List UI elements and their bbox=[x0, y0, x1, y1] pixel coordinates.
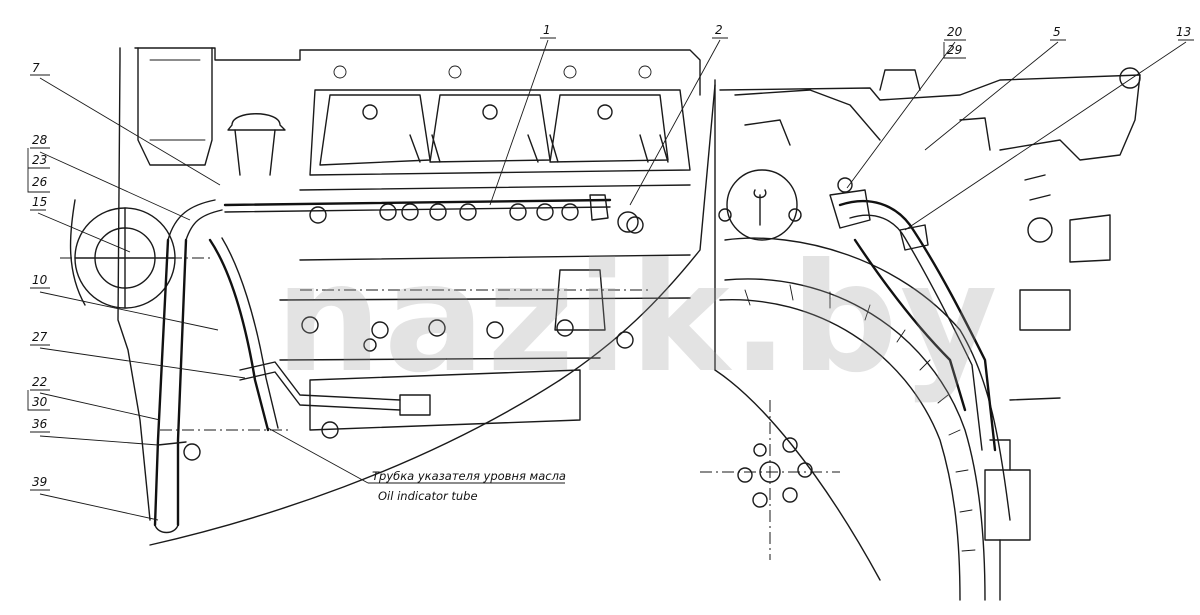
callout-27: 27 bbox=[32, 330, 48, 344]
group-bracket-28-23-26 bbox=[27, 148, 50, 193]
callout-15: 15 bbox=[32, 195, 47, 209]
callout-20: 20 bbox=[947, 25, 963, 39]
leader-lines bbox=[30, 37, 1194, 521]
group-bracket-20-29 bbox=[943, 42, 966, 59]
callout-5: 5 bbox=[1053, 25, 1061, 39]
callout-13: 13 bbox=[1176, 25, 1191, 39]
callout-39: 39 bbox=[32, 475, 47, 489]
callout-labels: 1 2 5 13 20 29 7 28 23 26 15 10 27 22 30… bbox=[32, 23, 1191, 489]
right-engine-view bbox=[700, 67, 1141, 601]
callout-36: 36 bbox=[32, 417, 48, 431]
group-bracket-22-30 bbox=[27, 390, 50, 411]
caption-russian: Трубка указателя уровня масла bbox=[372, 469, 566, 483]
caption-english: Oil indicator tube bbox=[378, 489, 478, 503]
callout-26: 26 bbox=[32, 175, 48, 189]
left-engine-view bbox=[60, 47, 716, 546]
callout-28: 28 bbox=[32, 133, 48, 147]
callout-2: 2 bbox=[715, 23, 723, 37]
callout-7: 7 bbox=[32, 61, 40, 75]
callout-1: 1 bbox=[543, 23, 551, 37]
callout-29: 29 bbox=[947, 43, 962, 57]
callout-23: 23 bbox=[32, 153, 47, 167]
callout-10: 10 bbox=[32, 273, 48, 287]
watermark-text: nazik.by bbox=[275, 232, 1000, 406]
callout-22: 22 bbox=[32, 375, 47, 389]
callout-30: 30 bbox=[32, 395, 48, 409]
